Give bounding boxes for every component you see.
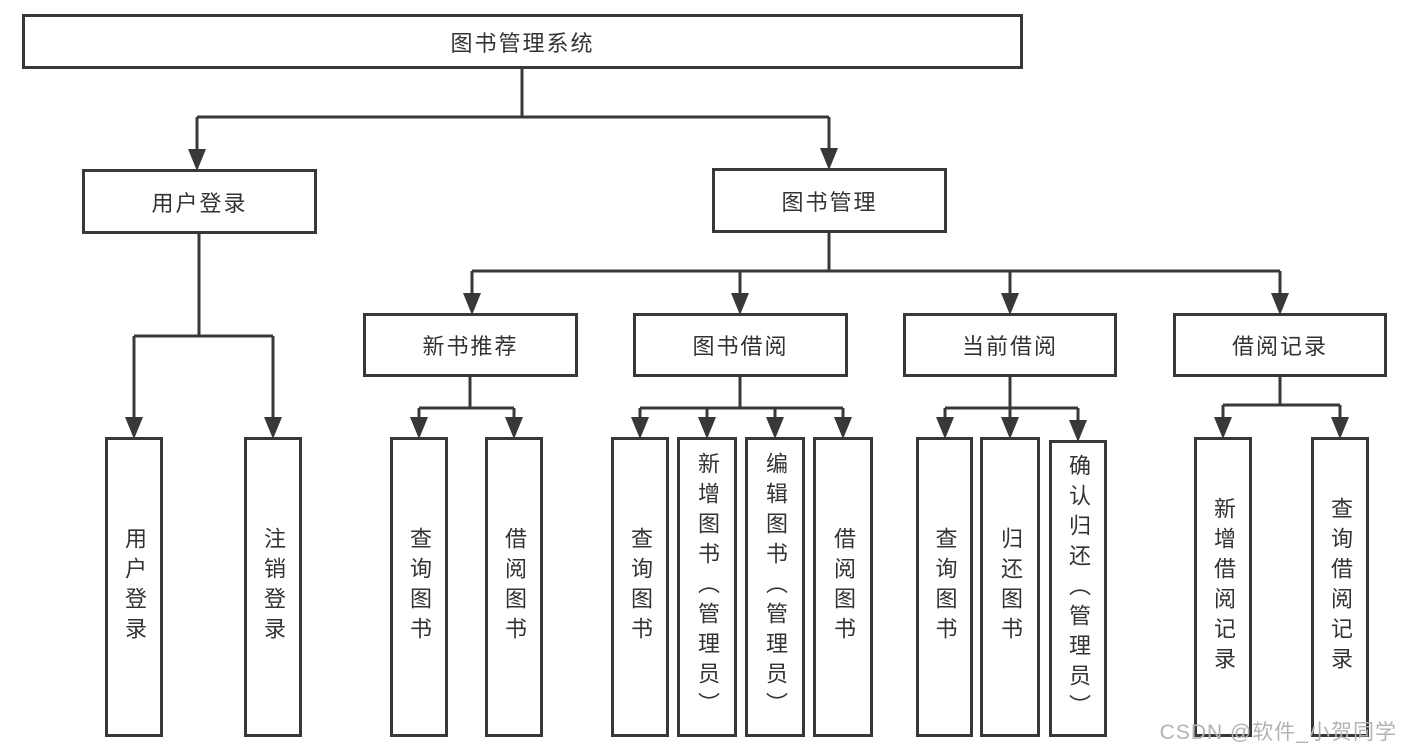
leaf-label: 查询图书 bbox=[407, 527, 432, 647]
leaf-borrow-book-recommend: 借阅图书 bbox=[485, 437, 543, 737]
node-label: 当前借阅 bbox=[961, 334, 1058, 359]
leaf-add-book-admin: 新增图书（管理员） bbox=[677, 437, 737, 737]
node-label: 新书推荐 bbox=[422, 334, 519, 359]
leaf-query-book-recommend: 查询图书 bbox=[390, 437, 448, 737]
node-label: 用户登录 bbox=[151, 190, 248, 216]
leaf-confirm-return-admin: 确认归还（管理员） bbox=[1049, 440, 1107, 737]
arrowhead-icon bbox=[936, 417, 954, 439]
node-label: 图书借阅 bbox=[692, 334, 789, 359]
arrowhead-icon bbox=[505, 417, 523, 439]
leaf-user-login: 用户登录 bbox=[105, 437, 163, 737]
leaf-edit-book-admin: 编辑图书（管理员） bbox=[745, 437, 805, 737]
arrowhead-icon bbox=[1331, 417, 1349, 439]
leaf-label: 查询图书 bbox=[932, 527, 958, 647]
arrowhead-icon bbox=[766, 417, 784, 439]
arrowhead-icon bbox=[698, 417, 716, 439]
arrowhead-icon bbox=[1069, 420, 1087, 442]
arrowhead-icon bbox=[834, 417, 852, 439]
node-borrow-records: 借阅记录 bbox=[1173, 313, 1387, 377]
leaf-label: 用户登录 bbox=[122, 527, 147, 647]
leaf-return-book: 归还图书 bbox=[980, 437, 1040, 737]
leaf-label: 查询图书 bbox=[628, 527, 653, 647]
leaf-label: 归还图书 bbox=[998, 527, 1023, 647]
leaf-label: 新增图书（管理员） bbox=[695, 452, 720, 722]
leaf-borrow-book: 借阅图书 bbox=[813, 437, 873, 737]
arrowhead-icon bbox=[731, 293, 749, 315]
leaf-label: 借阅图书 bbox=[831, 527, 856, 647]
arrowhead-icon bbox=[410, 417, 428, 439]
connector-book-mgmt-to-groups bbox=[470, 233, 1282, 297]
connector-current-to-leaves bbox=[943, 377, 1080, 424]
leaf-query-book-current: 查询图书 bbox=[916, 437, 973, 737]
leaf-label: 编辑图书（管理员） bbox=[763, 452, 788, 722]
arrowhead-icon bbox=[1271, 293, 1289, 315]
node-label: 借阅记录 bbox=[1231, 334, 1328, 359]
leaf-label: 新增借阅记录 bbox=[1211, 497, 1236, 677]
arrowhead-icon bbox=[1001, 417, 1019, 439]
connector-user-login-to-leaves bbox=[132, 234, 275, 421]
node-book-management: 图书管理 bbox=[712, 168, 947, 233]
leaf-query-book-borrow: 查询图书 bbox=[611, 437, 669, 737]
leaf-logout: 注销登录 bbox=[244, 437, 302, 737]
node-label: 图书管理 bbox=[781, 189, 878, 215]
connector-root-to-level2 bbox=[195, 69, 831, 153]
arrowhead-icon bbox=[820, 148, 838, 170]
connector-borrow-to-leaves bbox=[638, 377, 845, 421]
node-label: 图书管理系统 bbox=[450, 30, 595, 56]
leaf-label: 借阅图书 bbox=[502, 527, 527, 647]
arrowhead-icon bbox=[1001, 293, 1019, 315]
arrowhead-icon bbox=[188, 149, 206, 171]
leaf-label: 查询借阅记录 bbox=[1328, 497, 1353, 677]
node-user-login: 用户登录 bbox=[82, 169, 317, 234]
connector-records-to-leaves bbox=[1221, 377, 1342, 421]
arrowhead-icon bbox=[1214, 417, 1232, 439]
leaf-query-borrow-record: 查询借阅记录 bbox=[1311, 437, 1369, 737]
arrowhead-icon bbox=[463, 293, 481, 315]
leaf-add-borrow-record: 新增借阅记录 bbox=[1194, 437, 1252, 737]
leaf-label: 注销登录 bbox=[261, 527, 286, 647]
node-current-borrow: 当前借阅 bbox=[903, 313, 1117, 377]
connector-new-book-to-leaves bbox=[417, 377, 516, 421]
arrowhead-icon bbox=[125, 417, 143, 439]
arrowhead-icon bbox=[631, 417, 649, 439]
arrowhead-icon bbox=[264, 417, 282, 439]
node-new-book-recommend: 新书推荐 bbox=[363, 313, 578, 377]
node-book-borrow: 图书借阅 bbox=[633, 313, 848, 377]
node-root-system: 图书管理系统 bbox=[22, 14, 1023, 69]
csdn-watermark: CSDN @软件_小贺同学 bbox=[1159, 721, 1397, 744]
leaf-label: 确认归还（管理员） bbox=[1066, 453, 1091, 724]
